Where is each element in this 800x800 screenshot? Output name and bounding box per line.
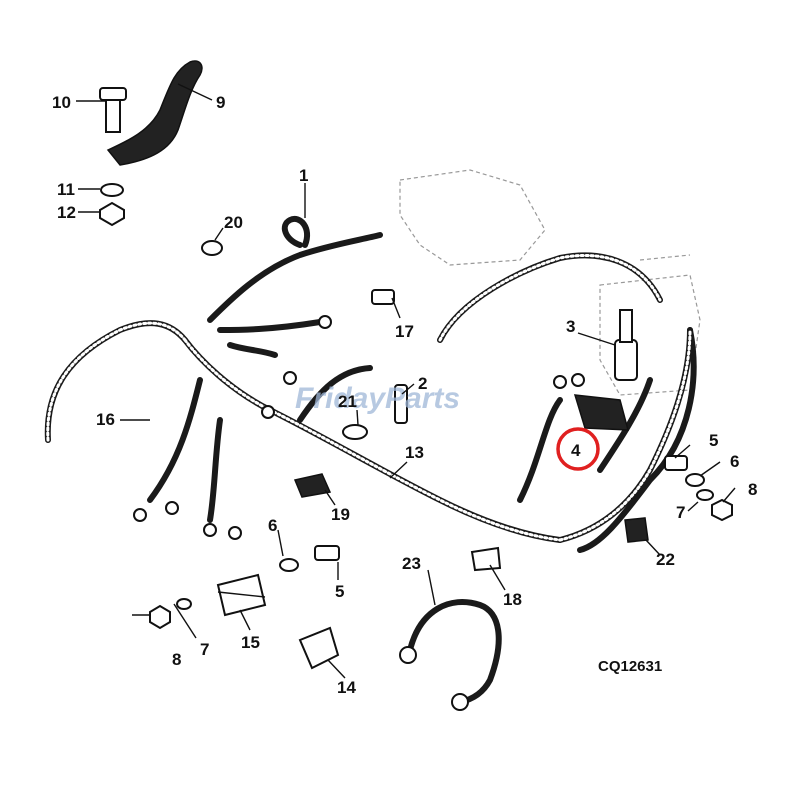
- callout-15: 15: [241, 633, 260, 652]
- clamp-18: [470, 546, 502, 572]
- callout-22: 22: [656, 550, 675, 569]
- callout-6-left: 7: [200, 640, 209, 659]
- ring-terminals: [133, 315, 585, 540]
- callout-9: 9: [216, 93, 225, 112]
- engine-ghost-outline: [399, 169, 701, 396]
- cable-23: [399, 599, 502, 711]
- callout-11: 11: [57, 180, 75, 199]
- callout-3: 3: [566, 317, 575, 336]
- callout-7-right: 7: [676, 503, 685, 522]
- callout-7-left: 6: [268, 516, 277, 535]
- watermark: FridayParts: [295, 382, 460, 415]
- leader-lines: [76, 83, 736, 679]
- callout-8-right: 8: [748, 480, 757, 499]
- watermark-text: FridayParts: [295, 382, 460, 415]
- callout-2: 2: [418, 374, 427, 393]
- callout-17: 17: [395, 322, 414, 341]
- clamp-20: [201, 240, 223, 256]
- clamp-22: [624, 517, 649, 543]
- plug-2: [394, 384, 408, 424]
- drawing-code: CQ12631: [598, 658, 662, 675]
- bracket-19: [293, 473, 332, 498]
- callout-12: 12: [57, 203, 76, 222]
- callout-16: 16: [96, 410, 115, 429]
- callout-4: 4: [571, 441, 581, 460]
- hardware-5-6-7-8-right: [664, 455, 733, 522]
- sender-3: [614, 309, 638, 381]
- callout-labels: 1 2 3 4 5 6 7 8 9 10 11 12 13 14 15 16 1…: [52, 93, 757, 697]
- callout-5-left: 5: [335, 582, 344, 601]
- callout-5-right: 5: [709, 431, 718, 450]
- callout-20: 20: [224, 213, 243, 232]
- callout-18: 18: [503, 590, 522, 609]
- hardware-5-6-7-8-left: [149, 545, 340, 630]
- clip-21: [342, 424, 368, 440]
- connector-17: [371, 289, 395, 305]
- ground-strap-assembly: [99, 60, 203, 227]
- callout-23: 23: [402, 554, 421, 573]
- callout-1: 1: [299, 166, 308, 185]
- callout-19: 19: [331, 505, 350, 524]
- callout-21: 21: [338, 392, 357, 411]
- callout-8-left: 8: [172, 650, 181, 669]
- callout-13: 13: [405, 443, 424, 462]
- highlight-circle: [556, 427, 600, 471]
- bracket-14: [298, 626, 340, 670]
- callout-14: 14: [337, 678, 356, 697]
- callout-6-right: 6: [730, 452, 739, 471]
- callout-10: 10: [52, 93, 71, 112]
- wiring-harness: [44, 215, 697, 553]
- connector-block-4: [573, 394, 629, 431]
